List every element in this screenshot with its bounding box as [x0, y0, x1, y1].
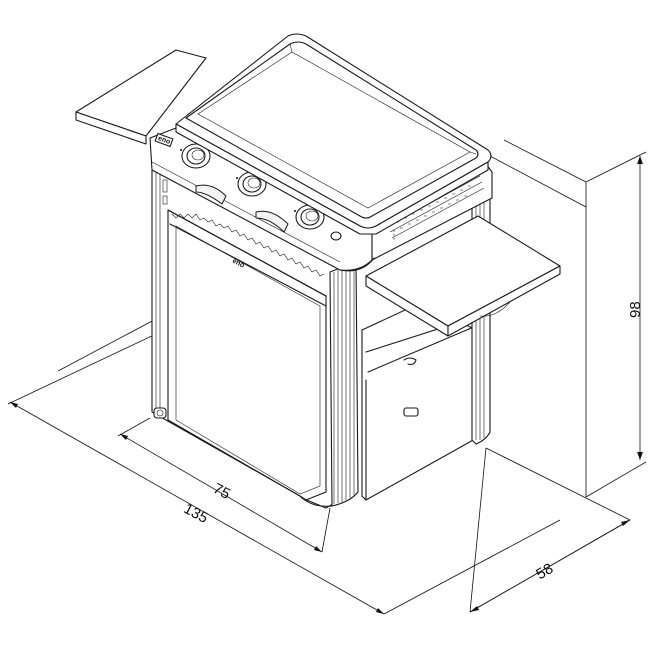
right-side-shelf — [365, 215, 561, 337]
dimension-135: 135 — [181, 500, 211, 527]
dimension-lines — [7, 139, 647, 615]
dimension-75: 75 — [210, 480, 233, 503]
griddle-plate — [175, 33, 492, 235]
burner-knob-1[interactable] — [180, 143, 211, 169]
igniter-button[interactable] — [330, 231, 342, 241]
dimension-58: 58 — [533, 560, 556, 583]
burner-knob-3[interactable] — [294, 204, 325, 230]
brand-badge — [154, 132, 174, 148]
dimension-98: 98 — [627, 301, 644, 318]
plancha-head: eno eno — [149, 127, 493, 272]
left-side-shelf — [75, 49, 207, 145]
brand-badge-text: eno — [157, 135, 171, 146]
